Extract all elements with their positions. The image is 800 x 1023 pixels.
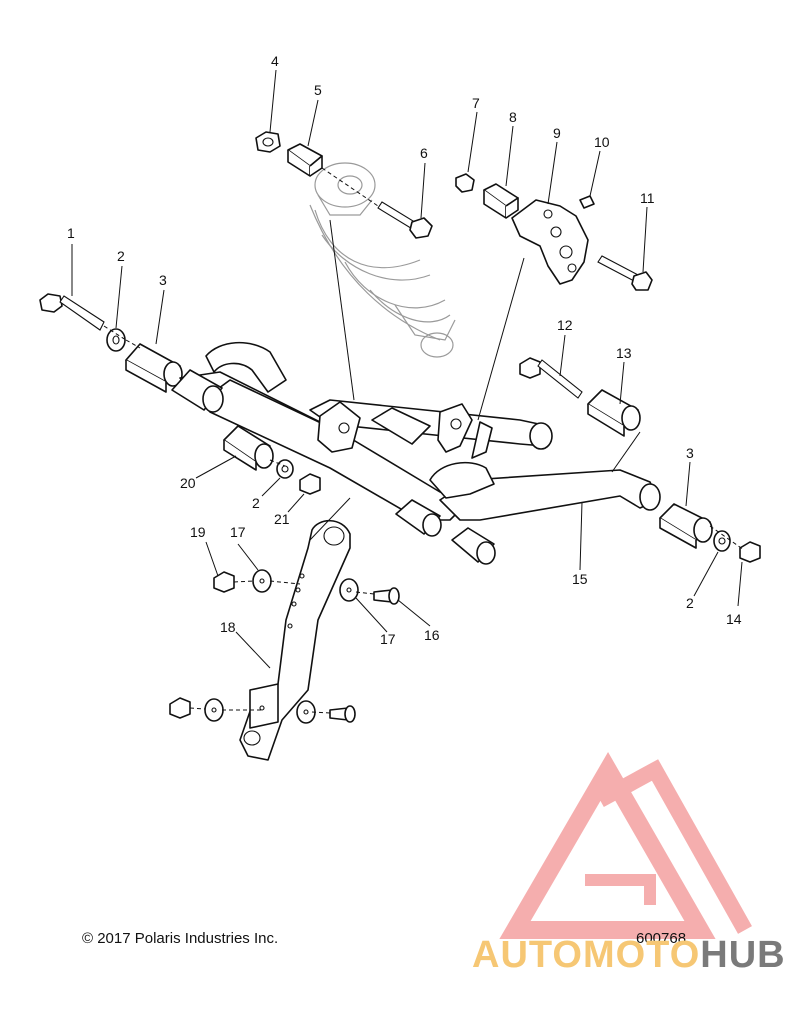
shock-bushing-5 (287, 143, 323, 177)
watermark-text-automoto: AUTOMOTO (472, 934, 701, 976)
diagram-reference-number: 600768 (636, 930, 687, 947)
callout-5: 5 (314, 82, 322, 98)
callout-14: 14 (726, 611, 742, 627)
callout-6: 6 (420, 145, 428, 161)
washer-17-upper-left (252, 569, 272, 593)
callout-10: 10 (594, 134, 610, 150)
callout-7: 7 (472, 95, 480, 111)
nut-lower (169, 697, 191, 719)
bushing-13 (587, 389, 641, 437)
a-arm-15 (171, 341, 661, 565)
callout-21: 21 (274, 511, 290, 527)
callout-8: 8 (509, 109, 517, 125)
watermark-text: AUTOMOTOHUB (472, 936, 786, 974)
bushing-20 (223, 425, 274, 471)
callout-2-left: 2 (117, 248, 125, 264)
assembly-lines (103, 167, 745, 714)
callout-15: 15 (572, 571, 588, 587)
bracket-9 (511, 199, 589, 285)
callout-2-center: 2 (252, 495, 260, 511)
bushing-3-right (659, 503, 713, 549)
callout-leaders (71, 69, 743, 669)
callout-3-left: 3 (159, 272, 167, 288)
bolt-11 (597, 255, 653, 291)
callout-20: 20 (180, 475, 196, 491)
grease-fitting-10 (579, 195, 595, 209)
bushing-3-left (125, 343, 183, 393)
shock-bolt-6 (377, 201, 433, 239)
callout-3-right: 3 (686, 445, 694, 461)
callout-17-top: 17 (230, 524, 246, 540)
bolt-12 (519, 357, 583, 399)
pin-16-upper (373, 587, 400, 605)
callout-19: 19 (190, 524, 206, 540)
washer-2-center (276, 459, 294, 479)
callout-16: 16 (424, 627, 440, 643)
nut-14 (739, 541, 761, 563)
nut-21 (299, 473, 321, 495)
callout-9: 9 (553, 125, 561, 141)
callout-1: 1 (67, 225, 75, 241)
callout-11: 11 (640, 190, 655, 206)
callout-numbers: 1 2 3 4 5 6 7 8 9 10 11 12 13 20 2 21 3 … (67, 53, 742, 647)
washer-2-right (713, 530, 731, 552)
washer-17-upper-right (339, 578, 359, 602)
callout-2-right: 2 (686, 595, 694, 611)
pin-lower (329, 705, 356, 723)
callout-13: 13 (616, 345, 632, 361)
callout-4: 4 (271, 53, 279, 69)
copyright-text: © 2017 Polaris Industries Inc. (82, 930, 279, 947)
watermark-text-hub: HUB (700, 934, 786, 976)
watermark-logo (499, 752, 752, 939)
link-bar-18 (239, 519, 351, 761)
nut-19 (213, 571, 235, 593)
bolt-1 (39, 293, 105, 331)
nut-7 (455, 173, 475, 193)
callout-18: 18 (220, 619, 236, 635)
callout-17-bottom: 17 (380, 631, 396, 647)
shock-nut-4 (255, 131, 281, 153)
washer-2-left (106, 328, 126, 352)
callout-12: 12 (557, 317, 573, 333)
shock-absorber-ghost (309, 162, 456, 358)
bushing-8 (483, 183, 519, 219)
washer-lower-left (204, 698, 224, 722)
